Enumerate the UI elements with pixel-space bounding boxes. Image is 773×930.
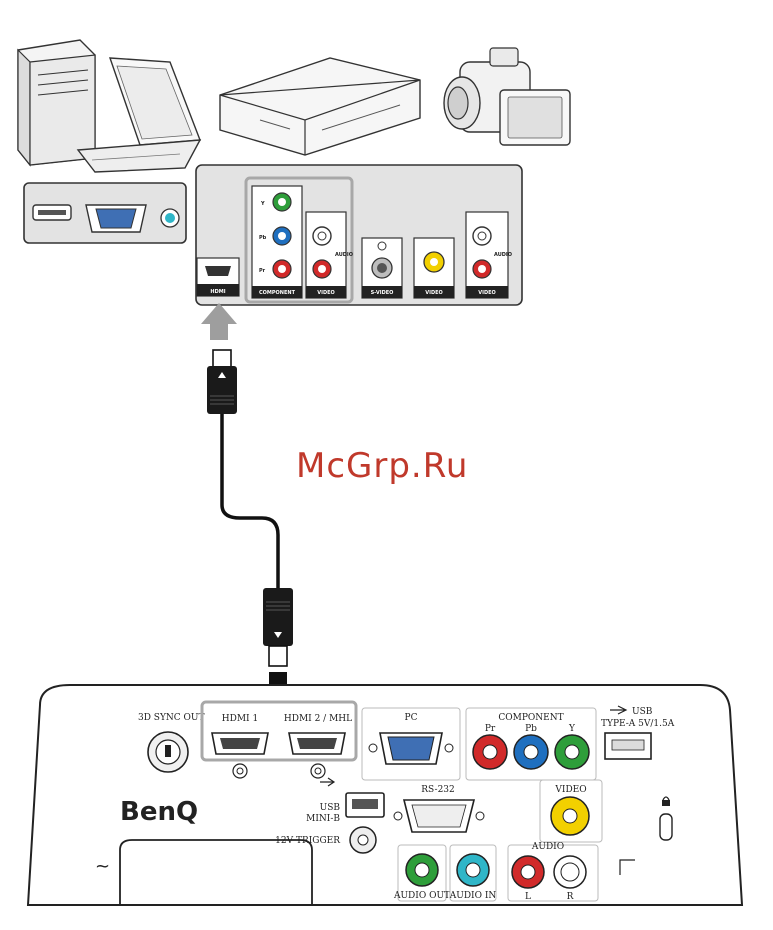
up-arrow-icon (201, 303, 237, 340)
label-audio-out: AUDIO OUT (393, 891, 450, 901)
label-component: COMPONENT (498, 713, 563, 723)
label-pc: PC (405, 713, 418, 723)
label-audio-l: L (525, 892, 531, 902)
label-usb-type-a: TYPE-A 5V/1.5A (601, 719, 675, 729)
src-audio-label-1: AUDIO (335, 252, 353, 258)
src-video-label-2: VIDEO (425, 290, 443, 296)
label-audio-lr: AUDIO (531, 842, 564, 852)
src-hdmi-label: HDMI (210, 289, 225, 295)
src-video-label-3: VIDEO (478, 290, 496, 296)
desktop-computer-icon (18, 40, 95, 165)
lock-icon (662, 800, 670, 806)
label-pin-y: Y (568, 724, 576, 734)
label-video: VIDEO (554, 785, 586, 795)
label-pin-pb: Pb (525, 724, 537, 734)
src-pin-y: Y (260, 201, 265, 207)
label-pin-pr: Pr (485, 724, 496, 734)
av-source-panel: HDMI Y Pb Pr COMPONENT AUDIO VIDEO S-VID… (196, 165, 522, 305)
dvd-player-icon (220, 58, 420, 155)
src-audio-label-2: AUDIO (494, 252, 512, 258)
label-12v-trigger: 12V TRIGGER (275, 836, 340, 846)
label-audio-in: AUDIO IN (449, 891, 497, 901)
src-component-label: COMPONENT (259, 290, 296, 296)
hdmi-cable-icon (207, 350, 293, 666)
src-video-label-1: VIDEO (317, 290, 335, 296)
label-usb-b: USB (320, 803, 341, 813)
pc-port-panel (24, 183, 186, 243)
label-3d-sync-out: 3D SYNC OUT (138, 713, 205, 723)
projector-rear-panel: 3D SYNC OUT HDMI 1 HDMI 2 / MHL PC COMPO… (28, 685, 742, 905)
kensington-slot-icon (660, 814, 672, 840)
label-usb-a: USB (632, 707, 653, 717)
src-svideo-label: S-VIDEO (371, 290, 394, 296)
label-hdmi1: HDMI 1 (222, 714, 258, 724)
src-pin-pr: Pr (259, 268, 266, 274)
brand-logo: BenQ (120, 797, 198, 827)
laptop-icon (78, 58, 200, 172)
watermark-text: McGrp.Ru (296, 446, 468, 486)
label-rs232: RS-232 (421, 785, 455, 795)
label-mini-b: MINI-B (306, 814, 340, 824)
camcorder-icon (444, 48, 570, 145)
ac-power-symbol: ~ (95, 856, 110, 877)
label-audio-r: R (567, 892, 574, 902)
label-hdmi2: HDMI 2 / MHL (284, 714, 352, 724)
src-pin-pb: Pb (259, 235, 267, 241)
